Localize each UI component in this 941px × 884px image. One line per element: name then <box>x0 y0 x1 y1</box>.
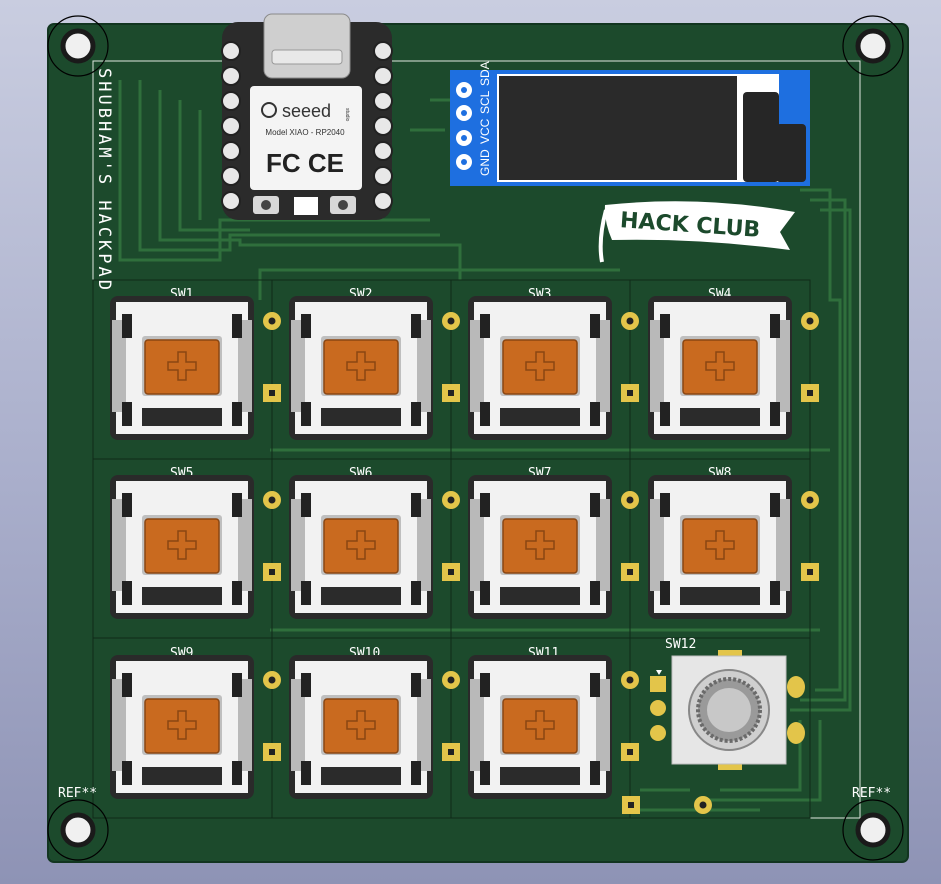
switch-stem <box>502 518 578 574</box>
rotary-encoder[interactable]: SW12 <box>650 637 805 770</box>
seeed-logo-icon <box>261 102 277 118</box>
oled-display-module: GND VCC SCL SDA <box>450 61 810 186</box>
key-switch-sw1[interactable]: SW1 <box>110 287 281 440</box>
key-switch-sw9[interactable]: SW9 <box>110 646 281 799</box>
switch-stem <box>323 518 399 574</box>
ref-right: REF** <box>852 786 891 801</box>
xiao-model: Model XIAO - RP2040 <box>265 128 345 137</box>
oled-ribbon <box>743 92 779 182</box>
switch-stem <box>144 339 220 395</box>
key-grid <box>92 279 811 819</box>
usb-c-connector <box>263 13 351 79</box>
xiao-rp2040-module: seeed studio Model XIAO - RP2040 FC CE <box>221 13 393 220</box>
switch-stem <box>502 339 578 395</box>
key-switch-sw2[interactable]: SW2 <box>289 287 460 440</box>
switch-stem <box>323 339 399 395</box>
xiao-shield <box>250 86 362 190</box>
key-switch-sw7[interactable]: SW7 <box>468 466 639 619</box>
oled-pin-headers <box>456 82 472 170</box>
mounting-hole-bl <box>47 799 109 861</box>
encoder-pads <box>622 796 712 814</box>
mounting-hole-tr <box>842 15 904 77</box>
oled-pin-label: GND <box>478 149 492 176</box>
xiao-cert-marks: FC CE <box>266 148 344 178</box>
oled-pin-label: SDA <box>478 61 492 86</box>
key-switch-sw5[interactable]: SW5 <box>110 466 281 619</box>
oled-pin-labels: GND VCC SCL SDA <box>478 61 492 176</box>
switch-stem <box>682 339 758 395</box>
encoder-ref-label: SW12 <box>665 637 696 652</box>
mounting-holes <box>47 15 904 861</box>
xiao-pins-left <box>221 41 241 211</box>
xiao-led <box>294 197 318 215</box>
switch-stem <box>323 698 399 754</box>
key-switch-sw3[interactable]: SW3 <box>468 287 639 440</box>
oled-pin-label: SCL <box>478 90 492 114</box>
hack-club-logo: HACK CLUB <box>598 201 795 263</box>
key-switch-sw8[interactable]: SW8 <box>648 466 819 619</box>
ref-left: REF** <box>58 786 97 801</box>
key-switch-sw11[interactable]: SW11 <box>468 646 639 799</box>
key-switch-sw4[interactable]: SW4 <box>648 287 819 440</box>
oled-pin-label: VCC <box>478 118 492 144</box>
switch-stem <box>502 698 578 754</box>
mounting-hole-br <box>842 799 904 861</box>
key-switch-sw6[interactable]: SW6 <box>289 466 460 619</box>
mounting-hole-tl <box>47 15 109 77</box>
xiao-brand-suffix: studio <box>344 108 350 122</box>
xiao-pins-right <box>373 41 393 211</box>
switch-stem <box>144 518 220 574</box>
switch-stem <box>682 518 758 574</box>
xiao-brand: seeed <box>282 101 331 121</box>
board-title: SHUBHAM'S HACKPAD <box>94 68 114 293</box>
key-switch-sw10[interactable]: SW10 <box>289 646 460 799</box>
switch-stem <box>144 698 220 754</box>
